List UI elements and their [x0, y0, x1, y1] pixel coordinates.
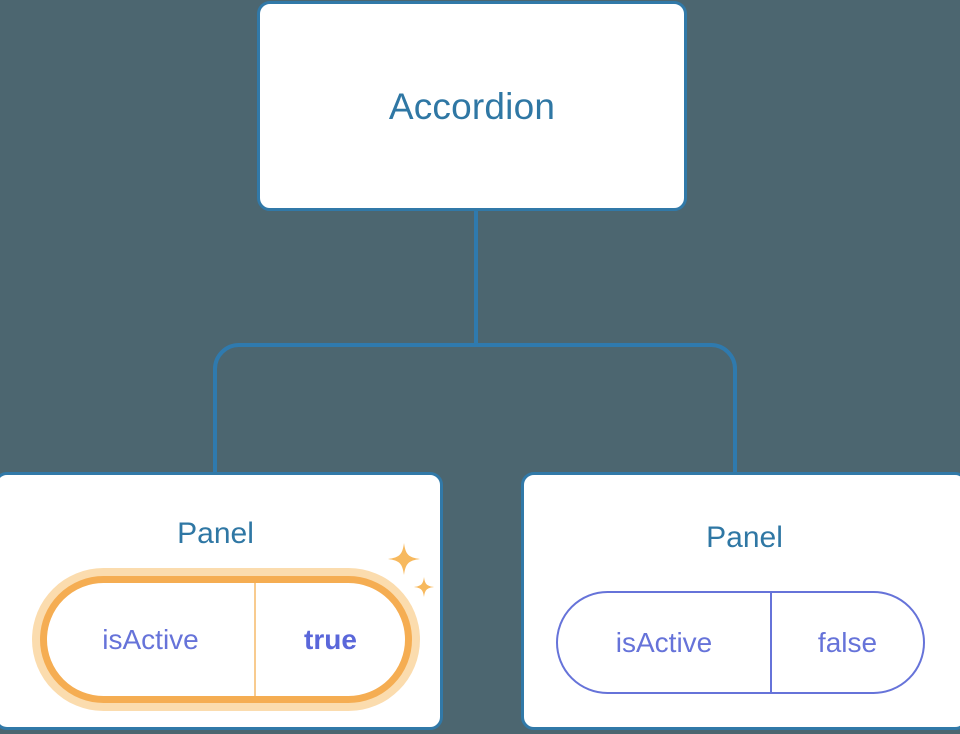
node-accordion-title: Accordion — [388, 86, 556, 127]
prop-key-label: isActive — [558, 593, 772, 692]
node-accordion[interactable]: Accordion — [257, 1, 687, 211]
prop-pill-isactive-false[interactable]: isActive false — [556, 591, 925, 694]
node-panel-inactive-title: Panel — [706, 521, 783, 554]
connector-branch-left — [213, 343, 476, 472]
node-panel-active-title: Panel — [177, 517, 254, 550]
prop-value-label: false — [817, 626, 878, 658]
prop-key-label: isActive — [47, 583, 256, 696]
prop-pill-isactive-true[interactable]: isActive true — [40, 576, 412, 703]
prop-value-label: true — [304, 623, 357, 655]
connector-branch-right — [476, 343, 737, 472]
